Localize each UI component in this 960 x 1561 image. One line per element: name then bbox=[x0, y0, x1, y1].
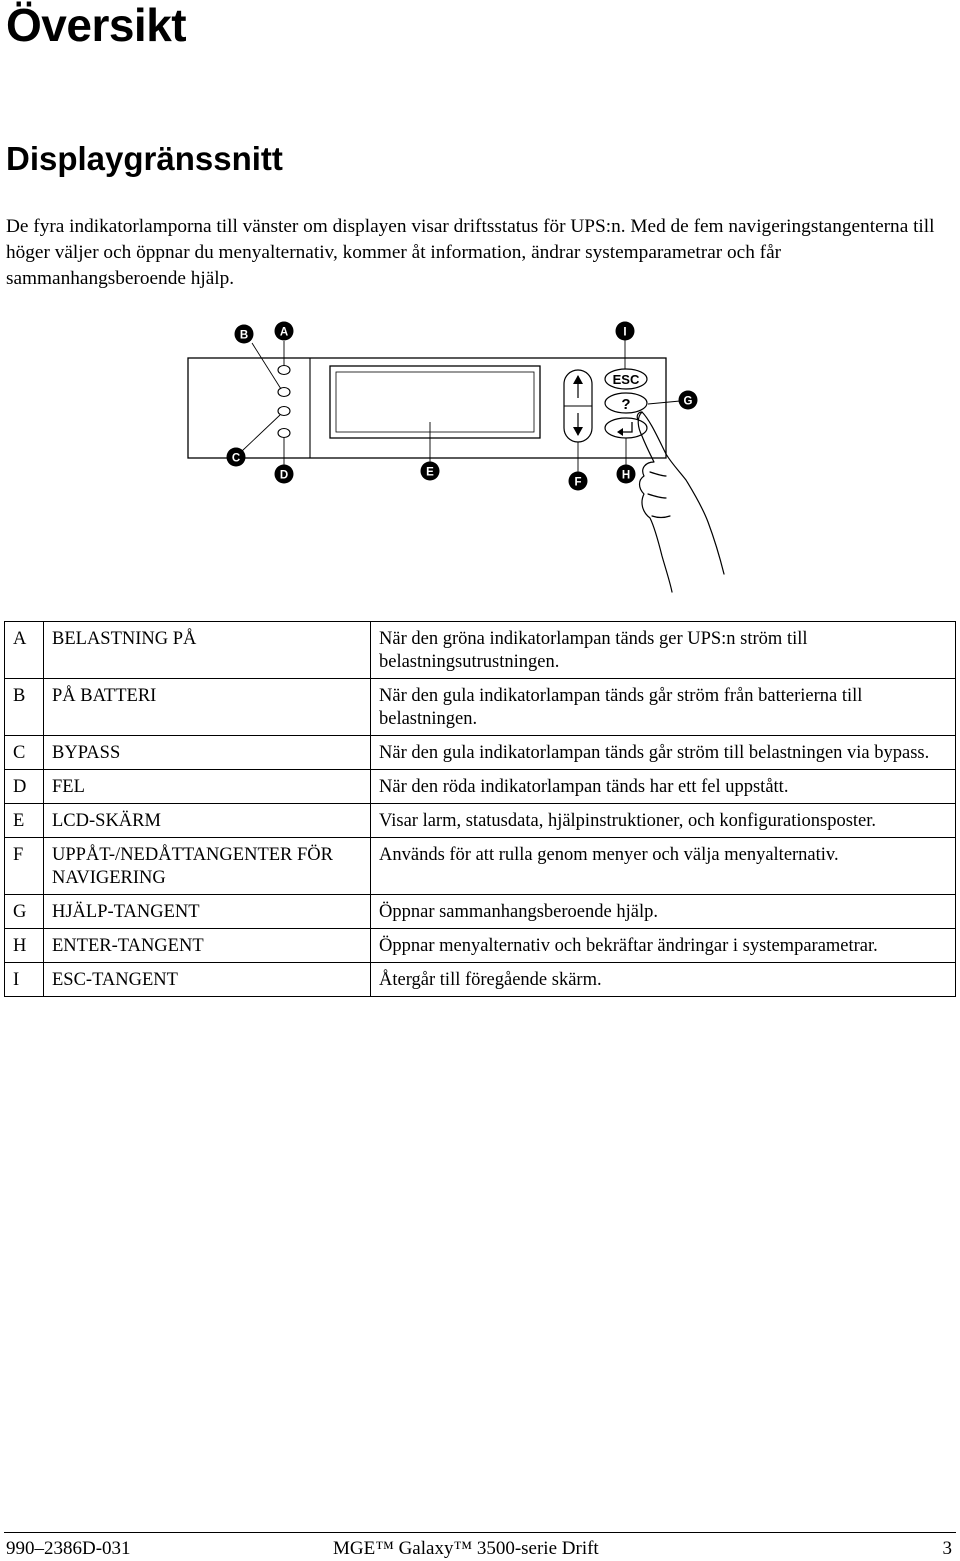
legend-name: FEL bbox=[43, 769, 371, 804]
legend-name: PÅ BATTERI bbox=[43, 678, 371, 736]
legend-name: UPPÅT-/NEDÅTTANGENTER FÖR NAVIGERING bbox=[43, 837, 371, 895]
svg-text:E: E bbox=[426, 467, 434, 479]
legend-code: C bbox=[4, 735, 44, 770]
svg-text:B: B bbox=[240, 330, 248, 342]
legend-desc: När den gröna indikatorlampan tänds ger … bbox=[370, 621, 956, 679]
legend-code: E bbox=[4, 803, 44, 838]
legend-desc: Visar larm, statusdata, hjälpinstruktion… bbox=[370, 803, 956, 838]
display-interface-diagram: ESC ? B A I G C D E F H bbox=[187, 321, 725, 593]
help-key bbox=[604, 392, 648, 414]
control-panel-outline bbox=[187, 357, 667, 459]
svg-text:I: I bbox=[623, 327, 626, 339]
legend-name: BELASTNING PÅ bbox=[43, 621, 371, 679]
svg-text:H: H bbox=[622, 470, 630, 482]
legend-desc: Öppnar menyalternativ och bekräftar ändr… bbox=[370, 928, 956, 963]
legend-code: A bbox=[4, 621, 44, 679]
esc-key-label: ESC bbox=[613, 372, 640, 387]
callout-b: B bbox=[234, 324, 254, 344]
callout-e: E bbox=[420, 461, 440, 481]
enter-return-icon bbox=[617, 422, 633, 436]
svg-text:F: F bbox=[574, 477, 581, 489]
legend-name: LCD-SKÄRM bbox=[43, 803, 371, 838]
svg-text:A: A bbox=[280, 327, 288, 339]
legend-code: D bbox=[4, 769, 44, 804]
legend-name: ENTER-TANGENT bbox=[43, 928, 371, 963]
intro-paragraph: De fyra indikatorlamporna till vänster o… bbox=[6, 216, 935, 289]
legend-desc: När den gula indikatorlampan tänds går s… bbox=[370, 735, 956, 770]
callout-c: C bbox=[226, 447, 246, 467]
legend-desc: När den röda indikatorlampan tänds har e… bbox=[370, 769, 956, 804]
arrow-up-icon bbox=[573, 375, 583, 398]
footer-doc-number: 990–2386D-031 bbox=[6, 1538, 131, 1559]
indicator-lamp-b bbox=[277, 386, 291, 398]
callout-leader-lines bbox=[241, 340, 681, 473]
legend-name: HJÄLP-TANGENT bbox=[43, 894, 371, 929]
help-key-label: ? bbox=[621, 396, 630, 413]
callout-h: H bbox=[616, 464, 636, 484]
indicator-lamp-c bbox=[277, 405, 291, 417]
legend-desc: Öppnar sammanhangsberoende hjälp. bbox=[370, 894, 956, 929]
esc-key bbox=[604, 368, 648, 390]
callout-i: I bbox=[615, 321, 635, 341]
legend-desc: Återgår till föregående skärm. bbox=[370, 962, 956, 997]
legend-desc: När den gula indikatorlampan tänds går s… bbox=[370, 678, 956, 736]
arrow-down-icon bbox=[573, 413, 583, 436]
enter-key bbox=[604, 417, 648, 439]
callout-f: F bbox=[568, 471, 588, 491]
footer-rule bbox=[4, 1532, 956, 1533]
callout-g: G bbox=[678, 390, 698, 410]
legend-code: B bbox=[4, 678, 44, 736]
legend-desc: Används för att rulla genom menyer och v… bbox=[370, 837, 956, 895]
legend-code: H bbox=[4, 928, 44, 963]
svg-text:D: D bbox=[280, 470, 288, 482]
svg-text:C: C bbox=[232, 453, 240, 465]
legend-code: G bbox=[4, 894, 44, 929]
callout-a: A bbox=[274, 321, 294, 341]
footer-page-number: 3 bbox=[942, 1538, 953, 1559]
callout-d: D bbox=[274, 464, 294, 484]
section-title: Displaygränssnitt bbox=[6, 140, 283, 177]
indicator-lamp-d bbox=[277, 427, 291, 439]
pointing-hand-icon bbox=[636, 411, 725, 593]
page-title: Översikt bbox=[6, 0, 187, 51]
lcd-screen bbox=[329, 365, 541, 439]
svg-text:G: G bbox=[684, 396, 693, 408]
legend-name: ESC-TANGENT bbox=[43, 962, 371, 997]
indicator-lamp-a bbox=[277, 364, 291, 376]
legend-name: BYPASS bbox=[43, 735, 371, 770]
legend-code: F bbox=[4, 837, 44, 895]
footer-product: MGE™ Galaxy™ 3500-serie Drift bbox=[333, 1538, 599, 1559]
legend-code: I bbox=[4, 962, 44, 997]
